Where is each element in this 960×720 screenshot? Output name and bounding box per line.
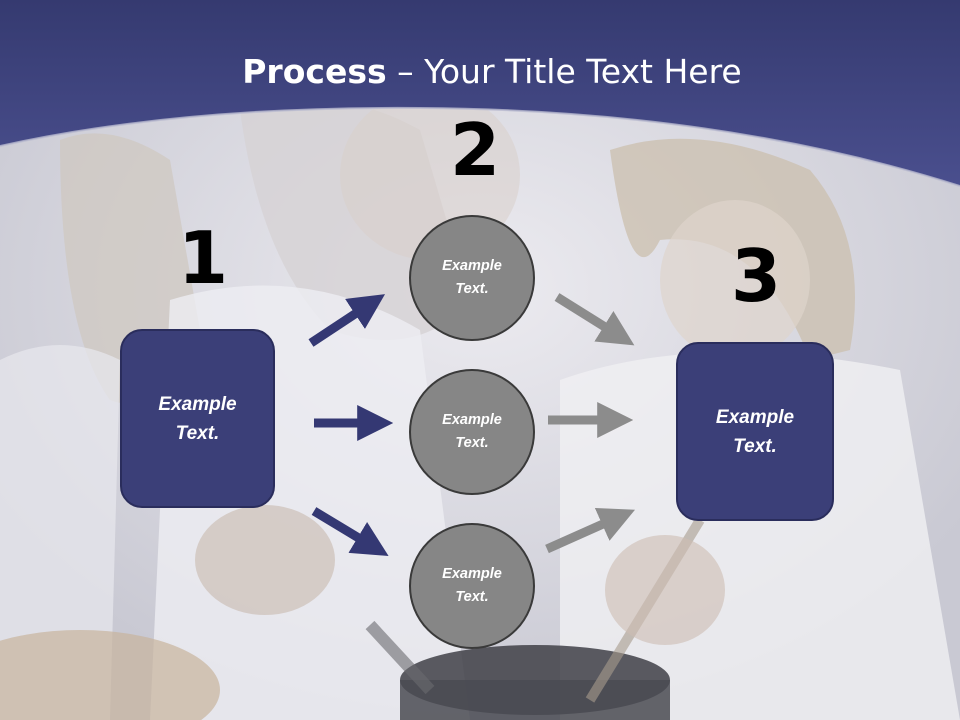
step-2-circle-bottom: Example Text.: [409, 523, 535, 649]
circle-top-text: Example Text.: [442, 258, 502, 297]
circle-middle-text: Example Text.: [442, 412, 502, 451]
step-3-text: Example Text.: [715, 406, 795, 457]
step-number-1: 1: [178, 216, 229, 300]
step-2-circle-middle: Example Text.: [409, 369, 535, 495]
step-3-box: Example Text.: [676, 342, 834, 521]
step-number-3: 3: [731, 234, 782, 318]
step-2-circle-top: Example Text.: [409, 215, 535, 341]
title-rest: – Your Title Text Here: [386, 52, 742, 91]
slide-title: Process – Your Title Text Here: [0, 52, 960, 91]
step-number-2: 2: [450, 108, 501, 192]
step-1-text: Example Text.: [158, 393, 237, 444]
step-1-box: Example Text.: [120, 329, 275, 508]
title-bold: Process: [242, 52, 387, 91]
circle-bottom-text: Example Text.: [442, 566, 502, 605]
header-band: [0, 0, 960, 187]
